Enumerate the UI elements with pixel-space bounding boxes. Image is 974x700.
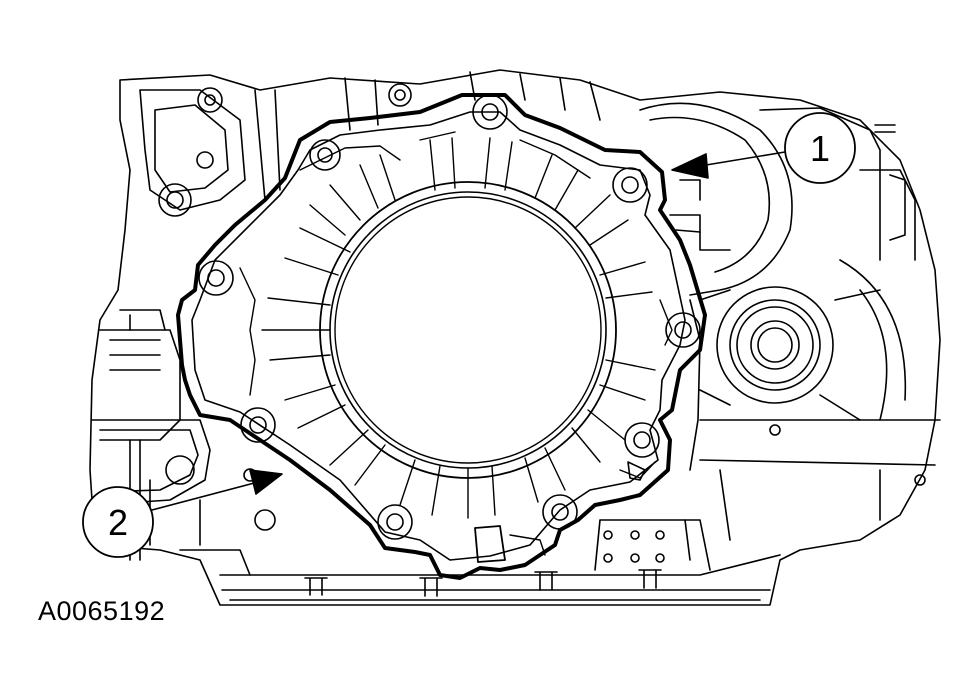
callout-1-leader: [671, 151, 786, 179]
front-cover: [176, 93, 707, 580]
transmission-case: [89, 69, 941, 606]
stud-row: [304, 569, 662, 597]
callout-2-label: 2: [108, 502, 128, 543]
figure-id: A0065192: [38, 596, 166, 626]
cover-ribs: [261, 137, 656, 519]
cover-bolt-holes: [198, 94, 701, 540]
callout-2-leader: [151, 469, 283, 511]
callout-1-bubble: [784, 112, 856, 184]
callout-2-bubble: [82, 486, 154, 558]
callout-1-label: 1: [810, 128, 830, 169]
